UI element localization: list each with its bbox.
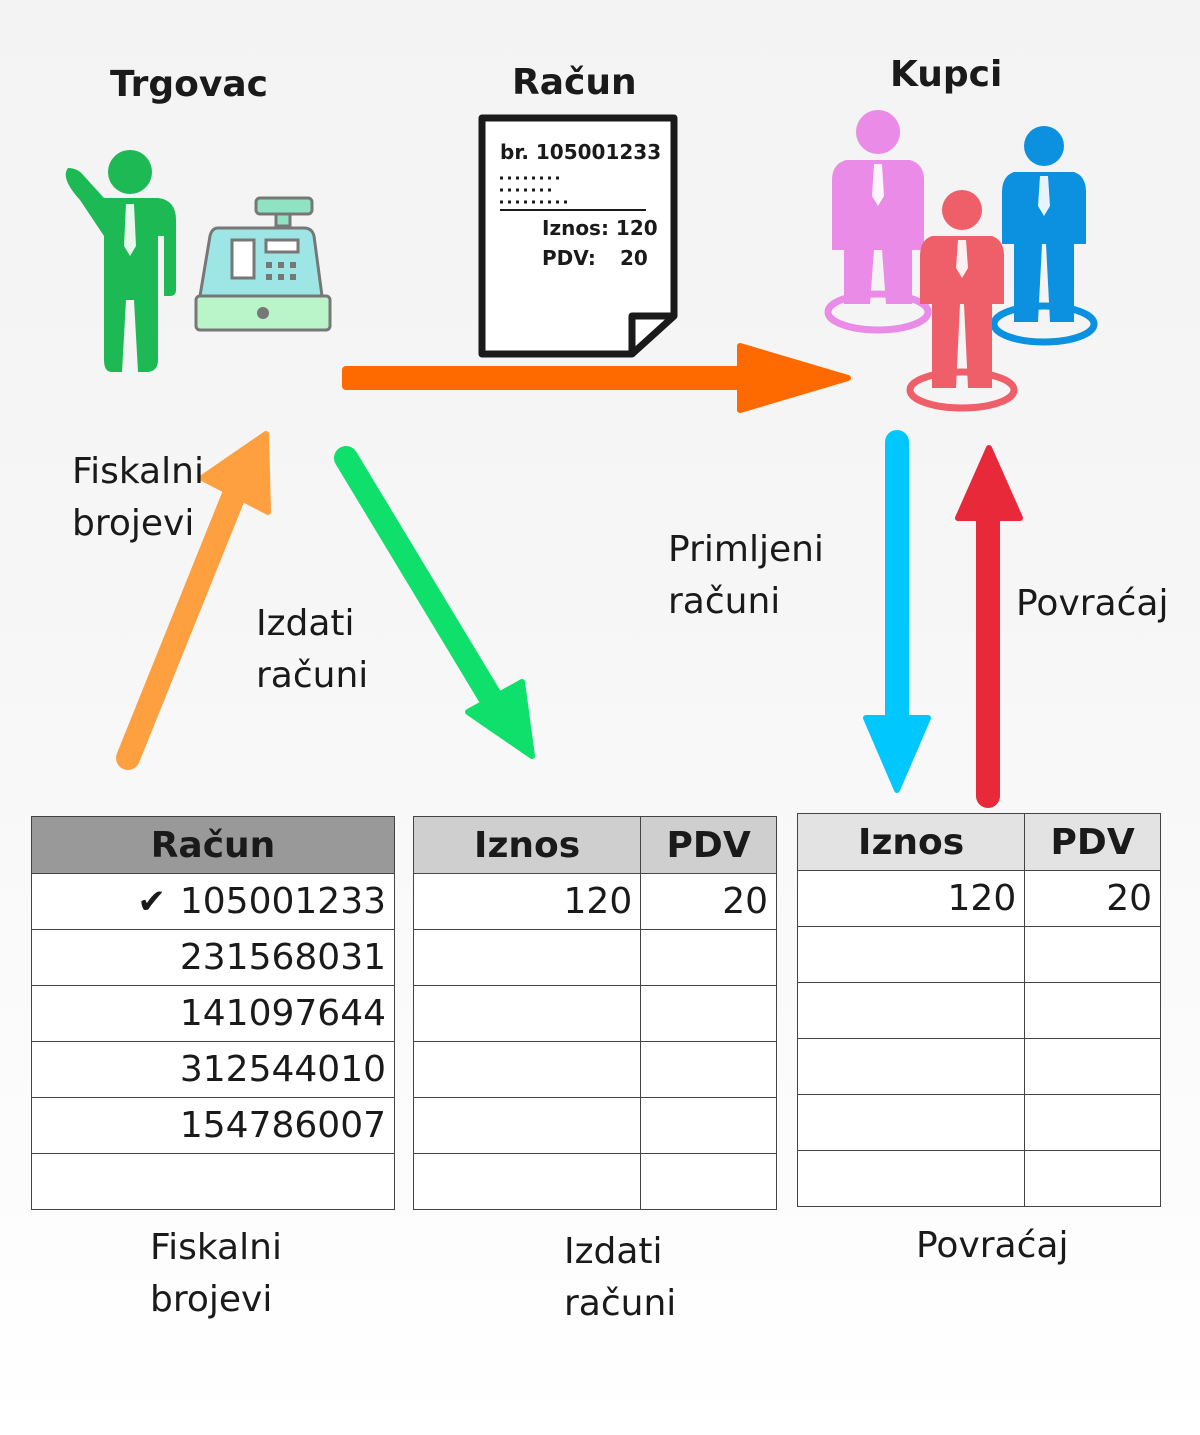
customers-heading: Kupci — [890, 54, 1003, 95]
fiscal-number: 312544010 — [31, 1041, 395, 1098]
table-header: Iznos — [796, 813, 1026, 871]
vat-cell: 20 — [1024, 870, 1161, 927]
label-line: Primljeni — [668, 529, 824, 570]
arrow-issued-receipts-down — [334, 446, 535, 759]
label-line: Izdati — [256, 603, 355, 644]
issued-receipts-label: Izdati računi — [256, 598, 368, 702]
amount-cell — [796, 926, 1026, 983]
caption-line: računi — [564, 1283, 677, 1324]
label-line: Fiskalni — [72, 451, 204, 492]
receipt-number: br. 105001233 — [500, 140, 662, 164]
checkmark-icon: ✔ — [137, 882, 166, 922]
issued-receipts-caption: Izdati računi — [564, 1226, 676, 1330]
table-row — [412, 985, 777, 1042]
table-row: ✔ 105001233 — [31, 873, 395, 930]
vat-cell — [640, 985, 777, 1042]
table-row — [412, 1041, 777, 1098]
amount-cell — [796, 1038, 1026, 1095]
amount-cell — [412, 1041, 642, 1098]
table-row — [412, 1097, 777, 1154]
receipt-heading: Račun — [512, 62, 637, 103]
table-header: Račun — [31, 816, 395, 874]
amount-cell — [412, 1153, 642, 1210]
caption-line: brojevi — [150, 1279, 273, 1320]
merchant-icon — [65, 150, 176, 372]
amount-cell — [796, 982, 1026, 1039]
amount-cell: 120 — [796, 870, 1026, 927]
vat-cell — [1024, 1094, 1161, 1151]
merchant-heading: Trgovac — [110, 64, 268, 105]
table-cell: ✔ 105001233 — [31, 873, 395, 930]
vat-cell — [1024, 1150, 1161, 1207]
table-row — [412, 929, 777, 986]
customer-blue-icon — [990, 126, 1098, 346]
label-line: brojevi — [72, 503, 195, 544]
refund-caption: Povraćaj — [916, 1225, 1069, 1266]
table-header: PDV — [1024, 813, 1161, 871]
table-row — [796, 1038, 1161, 1095]
fiscal-numbers-caption: Fiskalni brojevi — [150, 1222, 282, 1326]
vat-cell — [1024, 1038, 1161, 1095]
receipt-amount: Iznos: 120 — [542, 216, 658, 240]
label-line: računi — [256, 655, 369, 696]
table-row — [796, 1094, 1161, 1151]
table-row: 231568031 — [31, 929, 395, 986]
vat-cell — [1024, 926, 1161, 983]
fiscal-number: 141097644 — [31, 985, 395, 1042]
arrow-fiscal-numbers-up — [116, 431, 271, 770]
arrow-merchant-to-customers — [342, 343, 851, 413]
amount-cell — [796, 1150, 1026, 1207]
arrow-received-receipts-down — [863, 430, 931, 793]
vat-cell — [640, 1153, 777, 1210]
amount-cell — [412, 929, 642, 986]
fiscal-number — [31, 1153, 395, 1210]
cash-register-icon — [194, 196, 332, 332]
vat-cell — [640, 1041, 777, 1098]
receipt-vat-value: 20 — [620, 246, 648, 270]
table-row — [412, 1153, 777, 1210]
vat-cell — [640, 929, 777, 986]
table-row — [31, 1153, 395, 1210]
table-row: 312544010 — [31, 1041, 395, 1098]
table-row — [796, 1150, 1161, 1207]
fiscal-numbers-label: Fiskalni brojevi — [72, 446, 204, 550]
table-row — [796, 982, 1161, 1039]
receipt-document-icon — [478, 114, 678, 358]
table-row: 154786007 — [31, 1097, 395, 1154]
refund-arrow-label: Povraćaj — [1016, 583, 1169, 624]
table-row: 141097644 — [31, 985, 395, 1042]
vat-cell — [1024, 982, 1161, 1039]
customer-red-icon — [906, 190, 1018, 412]
table-row — [796, 926, 1161, 983]
fiscal-numbers-table: Račun ✔ 105001233 231568031 141097644 312… — [31, 816, 395, 1210]
fiscal-number: 105001233 — [179, 881, 386, 922]
amount-cell — [796, 1094, 1026, 1151]
arrow-refund-up — [955, 445, 1023, 808]
received-receipts-label: Primljeni računi — [668, 524, 824, 628]
caption-line: Izdati — [564, 1231, 663, 1272]
table-header: PDV — [640, 816, 777, 874]
vat-cell — [640, 1097, 777, 1154]
amount-cell — [412, 985, 642, 1042]
amount-cell — [412, 1097, 642, 1154]
receipt-vat-label: PDV: — [542, 246, 596, 270]
caption-line: Fiskalni — [150, 1227, 282, 1268]
label-line: računi — [668, 581, 781, 622]
customer-pink-icon — [824, 110, 932, 334]
fiscal-number: 154786007 — [31, 1097, 395, 1154]
fiscal-number: 231568031 — [31, 929, 395, 986]
amount-cell: 120 — [412, 873, 642, 930]
table-header: Iznos — [412, 816, 642, 874]
vat-cell: 20 — [640, 873, 777, 930]
